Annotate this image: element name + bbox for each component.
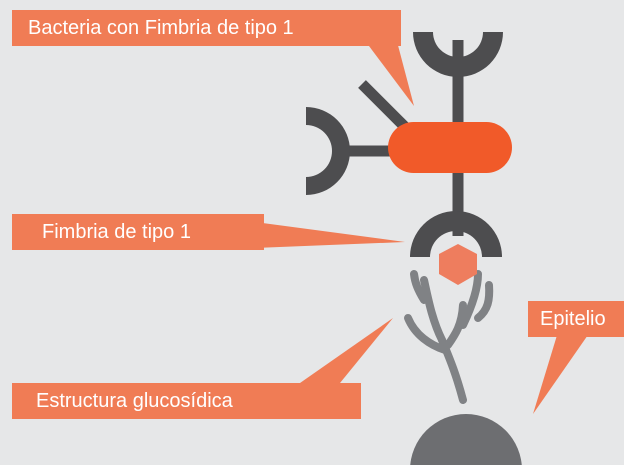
fimbria-diagonal bbox=[358, 80, 414, 136]
fimbria-label: Fimbria de tipo 1 bbox=[12, 214, 264, 250]
epithelial-cell bbox=[410, 414, 522, 465]
glucosidica-callout-pointer bbox=[300, 318, 393, 383]
bacteria-callout-pointer bbox=[360, 34, 414, 106]
fimbria-left-tip bbox=[306, 107, 350, 195]
fimbria-callout-pointer bbox=[255, 222, 405, 248]
glucosidic-structure bbox=[404, 270, 494, 404]
epitelio-callout-pointer bbox=[533, 332, 590, 414]
bacterium-body bbox=[388, 122, 512, 173]
bacteria-label: Bacteria con Fimbria de tipo 1 bbox=[12, 10, 401, 46]
epithelium-label: Epitelio bbox=[528, 301, 624, 337]
fimbria-binding-tip bbox=[410, 211, 502, 257]
glucosidic-structure-label: Estructura glucosídica bbox=[12, 383, 361, 419]
adhesin-hexagon bbox=[439, 244, 477, 285]
fimbria-top-tip bbox=[413, 32, 503, 77]
